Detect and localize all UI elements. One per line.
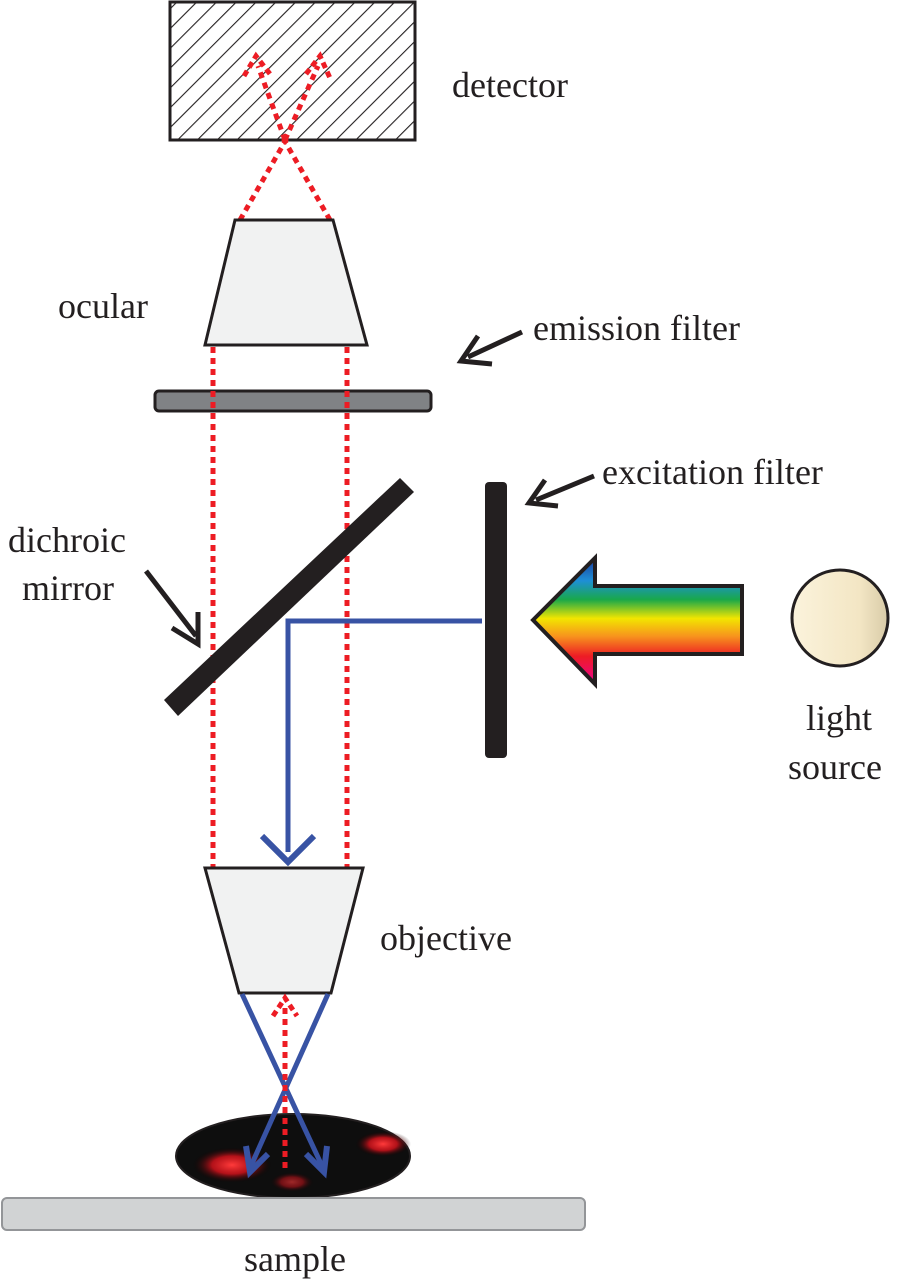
- dichroic-label-line2: mirror: [22, 568, 114, 608]
- excitation-beam: [259, 618, 482, 867]
- excitation-filter-pointer-arrow: [524, 473, 595, 509]
- dichroic-label-line1: dichroic: [8, 520, 126, 560]
- detector-label: detector: [452, 65, 568, 105]
- emission-filter: [153, 389, 433, 413]
- ocular-label: ocular: [58, 286, 148, 326]
- sample-specimen: [175, 1113, 411, 1199]
- excitation-filter-label: excitation filter: [602, 452, 823, 492]
- dichroic-pointer-arrow: [144, 569, 201, 649]
- objective-label: objective: [380, 918, 512, 958]
- detector-box: [168, 0, 417, 142]
- emission-filter-pointer-arrow: [456, 329, 524, 367]
- spectrum-arrow: [530, 553, 744, 689]
- light-source-label-line1: light: [806, 698, 872, 738]
- sample-label: sample: [244, 1239, 346, 1279]
- emission-beam-vertical: [210, 347, 350, 868]
- excitation-filter: [485, 482, 507, 758]
- ocular-to-detector-rays: [237, 136, 333, 222]
- objective-lens: [203, 866, 365, 995]
- detector-emission-rays: [241, 51, 333, 142]
- focusing-cone: [239, 992, 331, 1179]
- dichroic-mirror: [164, 478, 414, 716]
- sample-emission-ray: [270, 993, 300, 1168]
- light-source-bulb: [790, 568, 890, 668]
- sample-stage: [1, 1197, 586, 1231]
- ocular-lens: [203, 218, 369, 347]
- emission-filter-label: emission filter: [533, 308, 740, 348]
- light-source-label-line2: source: [788, 747, 882, 787]
